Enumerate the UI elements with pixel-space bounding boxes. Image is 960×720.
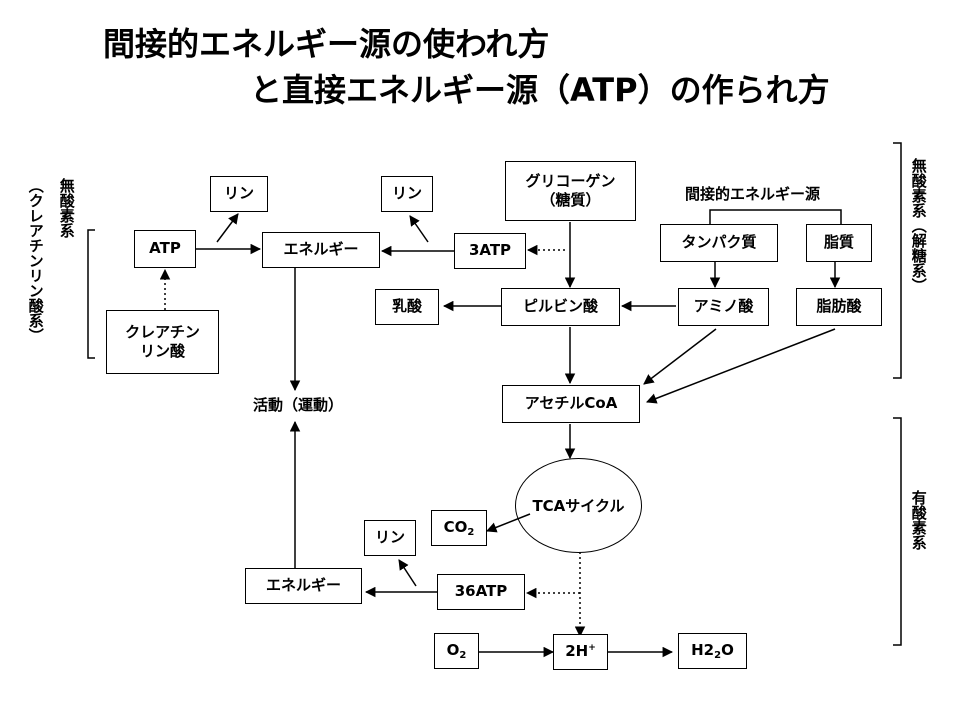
energy-label: エネルギー <box>265 576 341 595</box>
left-anaerobic-label: 無酸素系 <box>57 178 76 238</box>
energy-label: エネルギー <box>283 240 359 259</box>
o2-box: O2 <box>434 633 479 669</box>
lactic-acid-label: 乳酸 <box>391 297 422 316</box>
rin-label: リン <box>391 184 422 203</box>
creatine-sublabel: リン酸 <box>139 342 185 360</box>
energy-box-bottom: エネルギー <box>245 568 362 604</box>
right-bracket-aerobic <box>893 417 902 646</box>
lipid-label: 脂質 <box>823 233 854 252</box>
amino-acid-label: アミノ酸 <box>693 297 754 316</box>
arrow-amino-to-acetyl <box>643 328 717 385</box>
right-anaerobic-label: 無酸素系（解糖系） <box>909 158 928 293</box>
fatty-acid-label: 脂肪酸 <box>816 297 862 316</box>
indirect-source-label: 間接的エネルギー源 <box>685 185 821 203</box>
rin-box-top-mid: リン <box>381 176 433 212</box>
h2o-label: H22O <box>691 640 734 661</box>
title-line-1: 間接的エネルギー源の使われ方 <box>103 25 550 63</box>
creatine-label: クレアチン <box>125 322 200 341</box>
right-aerobic-label: 有酸素系 <box>909 490 928 550</box>
lipid-box: 脂質 <box>806 224 872 262</box>
glycogen-label: グリコーゲン <box>525 171 616 190</box>
atp36-label: 36ATP <box>454 582 508 601</box>
fatty-acid-box: 脂肪酸 <box>796 288 882 326</box>
arrow-3atp-to-rin <box>409 215 429 243</box>
hydrogen-ion-box: 2H+ <box>553 634 608 670</box>
left-creatine-system-label: （クレアチンリン酸系） <box>26 178 45 343</box>
creatine-phosphate-box: クレアチン リン酸 <box>106 310 219 374</box>
rin-box-bottom: リン <box>364 520 416 556</box>
energy-box-top: エネルギー <box>262 232 380 268</box>
hydrogen-ion-label: 2H+ <box>565 642 596 661</box>
protein-box: タンパク質 <box>660 224 778 262</box>
arrow-atp-to-rin <box>216 213 239 243</box>
rin-box-top-left: リン <box>210 176 268 212</box>
indirect-source-bracket <box>709 209 842 224</box>
pyruvic-acid-label: ピルビン酸 <box>522 297 598 316</box>
o2-label: O2 <box>446 640 467 661</box>
co2-label: CO2 <box>443 517 475 538</box>
atp-label: ATP <box>149 239 181 258</box>
atp3-label: 3ATP <box>468 241 512 260</box>
tca-cycle-ellipse: TCAサイクル <box>515 458 642 553</box>
activity-label: 活動（運動） <box>253 396 344 414</box>
acetyl-coa-box: アセチルCoA <box>502 385 640 423</box>
left-bracket <box>87 229 95 359</box>
h2o-box: H22O <box>678 633 747 669</box>
glycogen-sublabel: （糖質） <box>540 191 601 209</box>
atp36-box: 36ATP <box>437 574 525 610</box>
pyruvic-acid-box: ピルビン酸 <box>501 288 620 326</box>
atp3-box: 3ATP <box>454 233 526 269</box>
lactic-acid-box: 乳酸 <box>375 289 439 325</box>
atp-box: ATP <box>134 230 196 268</box>
protein-label: タンパク質 <box>681 233 757 252</box>
amino-acid-box: アミノ酸 <box>678 288 769 326</box>
arrow-36atp-to-rin <box>398 559 417 587</box>
acetyl-coa-label: アセチルCoA <box>524 394 618 413</box>
glycogen-box: グリコーゲン （糖質） <box>505 161 636 221</box>
title-line-2: と直接エネルギー源（ATP）の作られ方 <box>250 71 830 109</box>
rin-label: リン <box>223 184 254 203</box>
co2-box: CO2 <box>431 510 487 546</box>
rin-label: リン <box>374 528 405 547</box>
tca-cycle-label: TCAサイクル <box>532 497 625 515</box>
arrow-fatty-to-acetyl <box>646 328 836 404</box>
right-bracket-anaerobic <box>893 142 902 379</box>
